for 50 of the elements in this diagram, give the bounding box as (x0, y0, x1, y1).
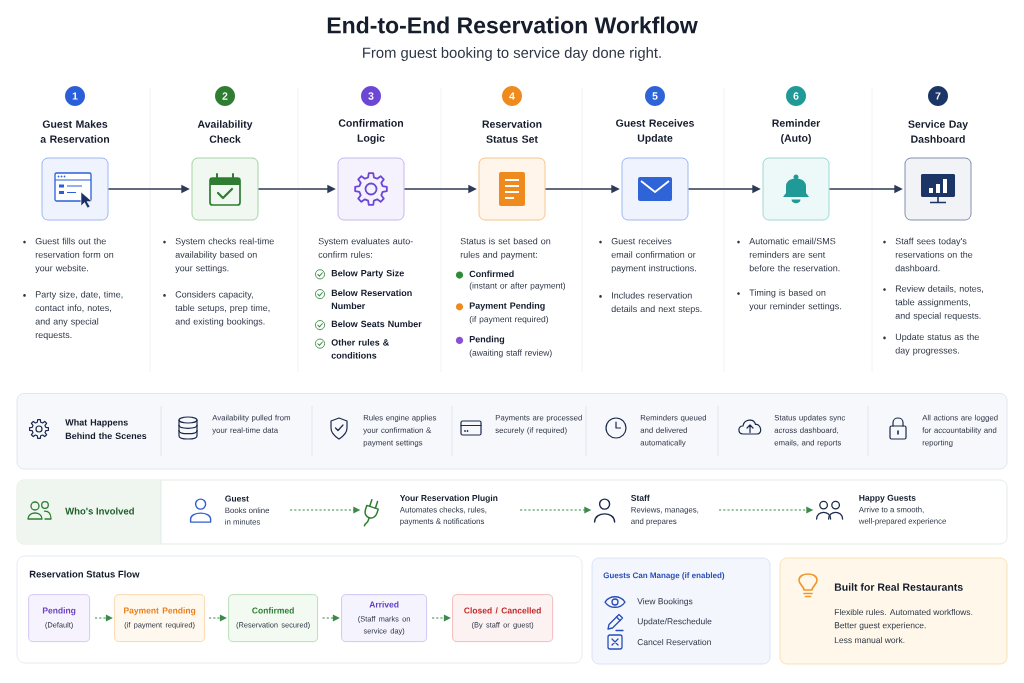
step-heading: Availability Check (197, 120, 253, 143)
step-description: System evaluates auto-confirm rules: (318, 237, 413, 258)
status-note: (instant or after payment) (469, 282, 566, 291)
body-text: Less manual work. (834, 636, 905, 644)
panel-heading: Guests Can Manage (if enabled) (603, 572, 725, 580)
step-heading: Reservation Status Set (482, 120, 542, 143)
step-number: 1 (65, 86, 85, 106)
step-description: Party size, date, time, contact info, notes, and any special requests. (35, 291, 123, 340)
subtitle: From guest booking to service day done right. (363, 47, 661, 61)
status-note: (awaiting staff review) (469, 349, 552, 358)
panel-heading: Reservation Status Flow (29, 570, 140, 578)
status-text: Confirmed (469, 270, 514, 278)
status-note: (if payment required) (469, 315, 549, 324)
step-description: Automatic email/SMS reminders are sent before the reservation. (749, 237, 840, 272)
step-description: Includes reservation details and next steps. (611, 292, 702, 314)
step-description: Review details, notes, table assignments, and special requests. (895, 285, 983, 321)
step-description: Considers capacity, table setups, prep time, and existing bookings. (175, 291, 270, 327)
step-heading: Reminder (Auto) (772, 119, 821, 144)
step-number: 5 (645, 86, 665, 106)
title: End-to-End Reservation Workflow (327, 16, 698, 34)
status-text: Pending (469, 335, 505, 345)
status-text: Payment Pending (469, 302, 545, 311)
step-number: 3 (361, 86, 381, 106)
step-heading: Service Day Dashboard (908, 120, 968, 143)
step-description: System checks real-time availability based on your settings. (175, 237, 274, 274)
panel-heading: Built for Real Restaurants (834, 583, 963, 591)
band-heading: Who's Involved (65, 507, 134, 515)
option-text: Update/Reschedule (637, 618, 712, 626)
step-description: Guest receives email confirmation or payment instructions. (611, 237, 696, 274)
step-heading: Guest Receives Update (616, 119, 694, 144)
step-description: Staff sees today's reservations on the dashboard. (895, 237, 973, 272)
option-text: Cancel Reservation (637, 638, 711, 646)
step-description: Status is set based on rules and payment: (460, 237, 551, 260)
step-number: 2 (215, 86, 235, 106)
step-heading: Guest Makes a Reservation (40, 120, 110, 143)
rule-text: Other rules & conditions (331, 339, 389, 359)
step-number: 6 (786, 86, 806, 106)
body-text: Better guest experience. (834, 622, 926, 630)
body-text: Flexible rules. Automated workflows. (834, 608, 973, 616)
step-number: 4 (502, 86, 522, 106)
band-heading: What Happens Behind the Scenes (65, 418, 147, 440)
rule-text: Below Seats Number (331, 320, 422, 328)
step-description: Guest fills out the reservation form on your website. (35, 237, 114, 274)
step-description: Timing is based on your reminder settings. (749, 289, 841, 312)
step-heading: Confirmation Logic (338, 119, 403, 144)
step-number: 7 (928, 86, 948, 106)
option-text: View Bookings (637, 598, 693, 606)
rule-text: Below Reservation Number (331, 289, 412, 310)
step-description: Update status as the day progresses. (895, 333, 979, 356)
rule-text: Below Party Size (331, 269, 404, 279)
